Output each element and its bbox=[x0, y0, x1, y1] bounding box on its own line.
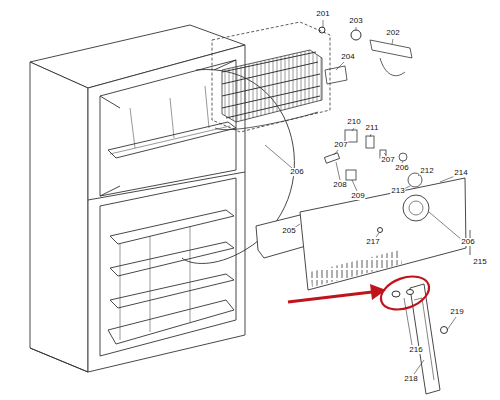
highlight-arrow bbox=[288, 270, 434, 315]
callout-number: 206 bbox=[460, 238, 475, 246]
callout-number: 213 bbox=[390, 187, 405, 195]
callout-number: 216 bbox=[408, 346, 423, 354]
callout-number: 206 bbox=[394, 164, 409, 172]
callout-number: 205 bbox=[281, 227, 296, 235]
callout-number: 208 bbox=[332, 181, 347, 189]
small-parts bbox=[324, 130, 422, 187]
callout-number: 217 bbox=[365, 238, 380, 246]
evaporator bbox=[212, 22, 412, 132]
callout-number: 214 bbox=[453, 169, 468, 177]
refrigerator-body bbox=[30, 25, 245, 372]
air-duct bbox=[392, 284, 448, 394]
callout-number: 209 bbox=[350, 192, 365, 200]
callout-number: 210 bbox=[346, 118, 361, 126]
callout-number: 201 bbox=[315, 10, 330, 18]
callout-number: 207 bbox=[380, 156, 395, 164]
callout-number: 204 bbox=[340, 53, 355, 61]
callout-number: 206 bbox=[289, 168, 304, 176]
leader-lines bbox=[265, 20, 462, 374]
callout-number: 218 bbox=[403, 375, 418, 383]
callout-number: 211 bbox=[365, 124, 380, 132]
callout-number: 202 bbox=[385, 29, 400, 37]
evaporator-cover bbox=[300, 178, 470, 290]
callout-number: 203 bbox=[348, 17, 363, 25]
callout-number: 207 bbox=[333, 141, 348, 149]
callout-number: 219 bbox=[449, 308, 464, 316]
callout-number: 212 bbox=[419, 167, 434, 175]
callout-number: 215 bbox=[472, 258, 487, 266]
